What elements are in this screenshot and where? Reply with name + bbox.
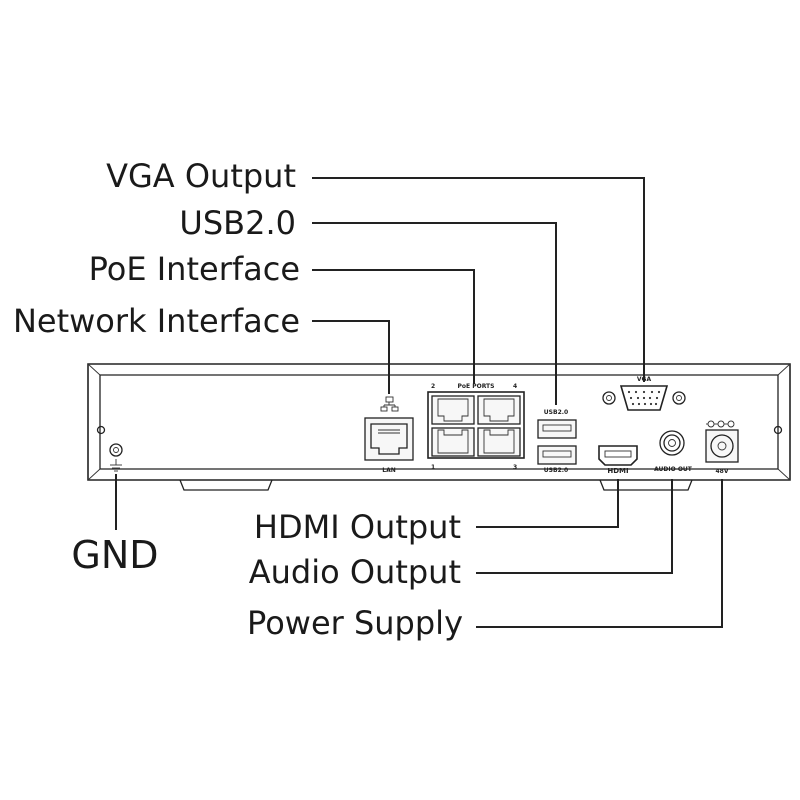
- gnd-label: GND: [71, 533, 158, 577]
- power-jack: 48V: [705, 420, 739, 475]
- lan-label: LAN: [382, 467, 396, 474]
- vga-leader-line: [312, 177, 645, 382]
- leader-lines: [115, 177, 723, 628]
- poe-leader-line: [312, 269, 475, 384]
- audio-out-jack: AUDIO OUT: [654, 430, 693, 473]
- audio-leader-line: [476, 479, 673, 574]
- network-icon: [380, 396, 399, 412]
- vga-output-label: VGA Output: [106, 157, 296, 195]
- poe-ports-label: PoE PORTS: [458, 383, 495, 390]
- polarity-icon: [706, 420, 735, 428]
- usb-bottom-label: USB2.0: [544, 467, 568, 474]
- power-leader-line: [476, 479, 723, 628]
- poe-port-1-number: 1: [431, 464, 435, 471]
- hdmi-port: HDMI: [598, 445, 638, 475]
- hdmi-label: HDMI: [607, 467, 628, 475]
- poe-port-2-number: 2: [431, 383, 435, 390]
- audio-out-label: AUDIO OUT: [654, 466, 693, 473]
- hdmi-leader-line: [476, 479, 619, 528]
- audio-output-label: Audio Output: [249, 553, 461, 591]
- network-interface-label: Network Interface: [13, 302, 300, 340]
- usb-label: USB2.0: [179, 204, 296, 242]
- usb-leader-line: [312, 222, 557, 405]
- poe-interface-label: PoE Interface: [89, 250, 300, 288]
- poe-port-3-number: 3: [513, 464, 517, 471]
- gnd-terminal: [109, 443, 123, 472]
- poe-port-4-number: 4: [513, 383, 517, 390]
- poe-ports-block: 2 PoE PORTS 4 1 3: [427, 383, 525, 471]
- power-supply-label: Power Supply: [247, 604, 463, 642]
- network-port: LAN: [364, 396, 414, 474]
- callout-labels: VGA Output USB2.0 PoE Interface Network …: [13, 157, 463, 642]
- usb-ports: USB2.0 USB2.0: [537, 409, 577, 474]
- power-label: 48V: [716, 468, 729, 475]
- network-leader-line: [312, 320, 390, 394]
- usb-top-label: USB2.0: [544, 409, 568, 416]
- hdmi-output-label: HDMI Output: [254, 508, 461, 546]
